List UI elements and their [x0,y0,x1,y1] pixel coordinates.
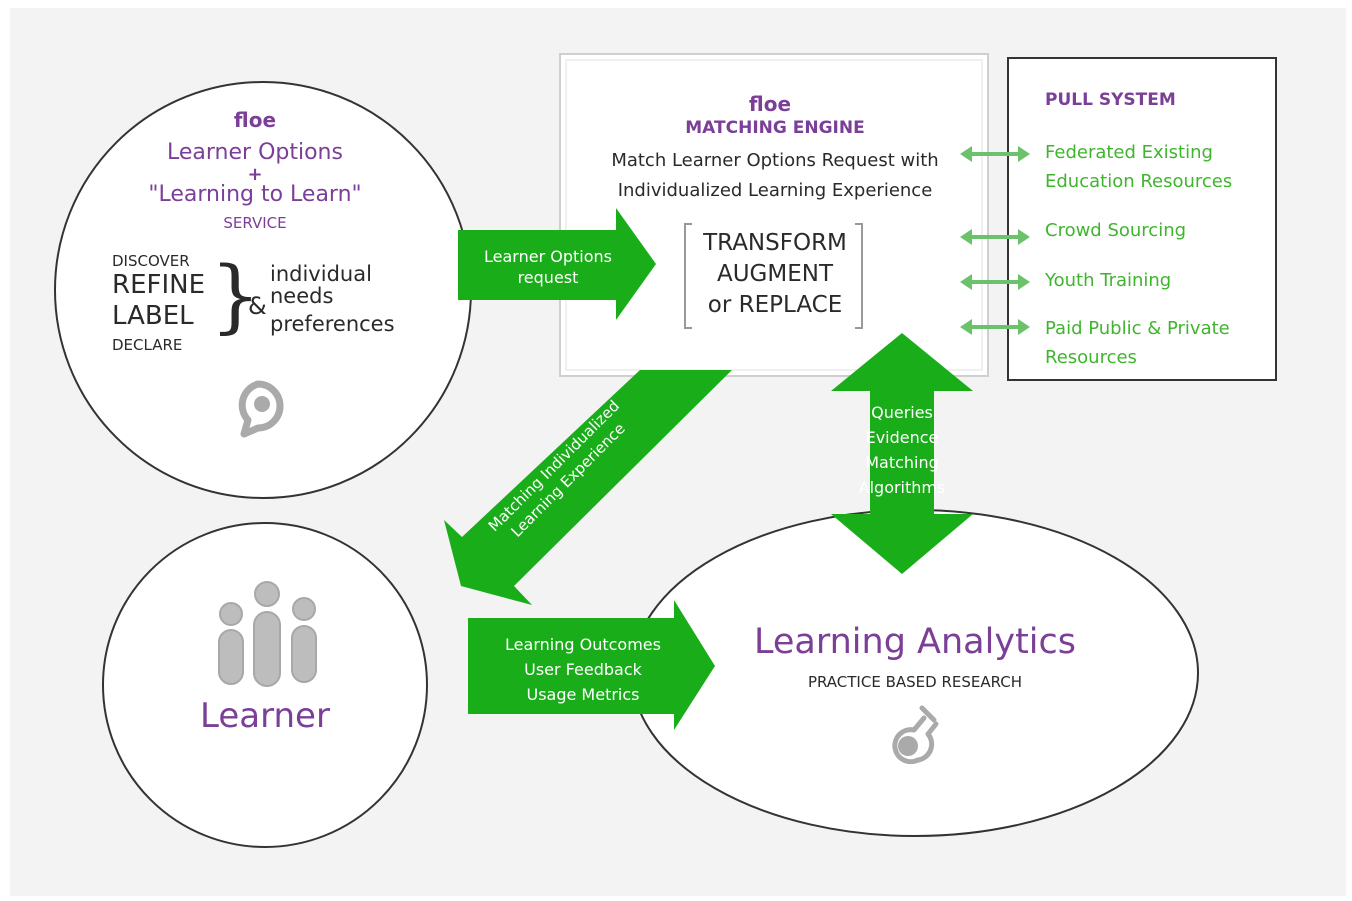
word-needs: needs [270,284,334,308]
transform-bracket-left [684,223,692,329]
pull-item-federated: Federated Existing Education Resources [1045,142,1233,192]
outcomes-line2: User Feedback [524,660,642,679]
pull-item-crowd: Crowd Sourcing [1045,220,1187,241]
brace-icon: } [210,249,261,342]
service-line2: "Learning to Learn" [148,182,362,207]
flask-icon [892,705,939,765]
diagram-shapes [54,53,1277,848]
word-amp: & [248,292,267,320]
word-declare: DECLARE [112,336,183,354]
request-line1: Learner Options [484,247,612,266]
analytics-title: Learning Analytics [753,622,1076,662]
word-individual: individual [270,262,372,286]
outcomes-line1: Learning Outcomes [505,635,661,654]
engine-desc-line1: Match Learner Options Request with [611,150,939,171]
word-label: LABEL [112,301,194,331]
learner-label: Learner [200,696,330,736]
queries-line2: Evidence [865,428,939,447]
queries-label: Queries Evidence Matching Algorithms [842,400,962,500]
engine-title: MATCHING ENGINE [685,118,865,138]
queries-line4: Algorithms [858,478,946,497]
queries-line1: Queries [871,403,933,422]
word-refine: REFINE [112,270,205,300]
analytics-subtitle: PRACTICE BASED RESEARCH [807,673,1023,691]
service-brand: floe [233,108,277,132]
transform-bracket-right [855,223,863,329]
outcomes-label: Learning Outcomes User Feedback Usage Me… [478,632,688,707]
transform-line3: or REPLACE [707,292,843,318]
people-icon [218,581,317,687]
service-line3: SERVICE [223,214,287,232]
request-line2: request [517,268,579,287]
engine-brand: floe [748,92,792,116]
engine-box [559,53,989,377]
pull-item-paid: Paid Public & Private Resources [1045,318,1230,368]
outcomes-arrow [468,600,715,730]
outcomes-line3: Usage Metrics [526,685,640,704]
transform-line2: AUGMENT [716,261,834,287]
pull-system-box [1007,57,1277,381]
pull-item-youth: Youth Training [1045,270,1172,291]
queries-arrow [831,333,973,574]
request-arrow [458,208,656,320]
request-label: Learner Options request [468,246,628,288]
speech-bubble-icon [238,380,284,438]
diagram-canvas: floe Learner Options + "Learning to Lear… [10,8,1346,896]
engine-desc-line2: Individualized Learning Experience [617,180,933,201]
matching-arrow [444,370,732,605]
pull-title: PULL SYSTEM [1045,90,1176,110]
transform-line1: TRANSFORM [703,230,847,256]
pull-connectors [960,146,1030,335]
queries-line3: Matching [865,453,939,472]
service-plus: + [247,164,263,185]
engine-box-inner [565,59,983,371]
word-preferences: preferences [270,312,395,336]
word-discover: DISCOVER [112,252,190,270]
service-line1: Learner Options [167,140,343,165]
